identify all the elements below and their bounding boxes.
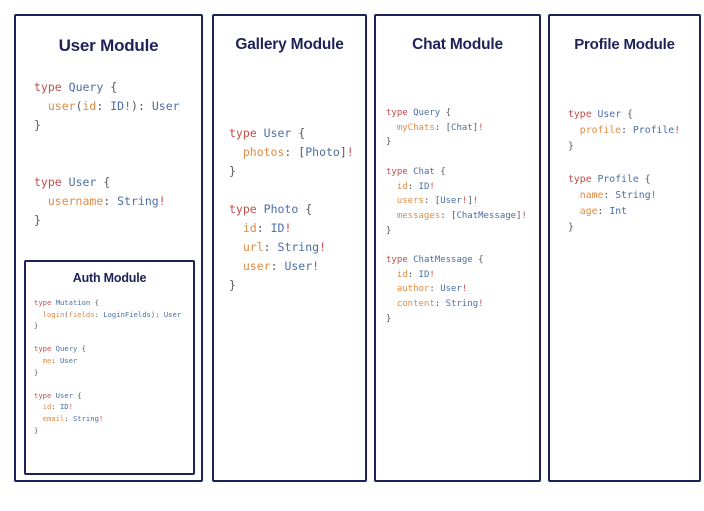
panel-gallery-module[interactable]: Gallery Module type User { photos: [Phot… <box>212 14 367 482</box>
code-block-chat-module: type Query { myChats: [Chat]! } type Cha… <box>386 108 527 324</box>
panel-title-gallery-module: Gallery Module <box>235 36 344 53</box>
panel-profile-module[interactable]: Profile Module type User { profile: Prof… <box>548 14 701 482</box>
panel-title-auth-module: Auth Module <box>72 271 147 285</box>
panel-title-user-module: User Module <box>58 36 159 55</box>
panel-title-chat-module: Chat Module <box>412 36 503 53</box>
panel-chat-module[interactable]: Chat Module type Query { myChats: [Chat]… <box>374 14 541 482</box>
panel-user-module[interactable]: User Module type Query { user(id: ID!): … <box>14 14 203 482</box>
code-block-gallery-module: type User { photos: [Photo]! } type Phot… <box>229 126 354 292</box>
code-block-profile-module: type User { profile: Profile! } type Pro… <box>568 109 681 234</box>
code-block-auth-module: type Mutation { login(fields: LoginField… <box>34 298 182 435</box>
code-block-user-module: type Query { user(id: ID!): User } type … <box>34 80 180 227</box>
panel-title-profile-module: Profile Module <box>574 36 675 53</box>
panel-auth-module[interactable]: Auth Module type Mutation { login(fields… <box>24 260 195 475</box>
